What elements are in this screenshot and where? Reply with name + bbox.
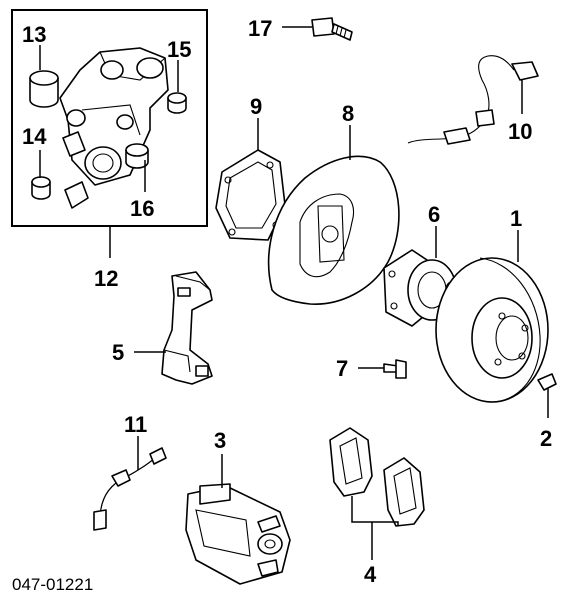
caliper-3 [185, 454, 291, 585]
callout-14: 14 [22, 124, 47, 149]
caliper-kit-box [11, 9, 208, 227]
callout-5: 5 [112, 340, 124, 365]
caliper-bracket-5 [134, 271, 213, 385]
kit-bushing-16 [125, 143, 149, 169]
callout-7: 7 [336, 356, 348, 381]
callout-6: 6 [428, 202, 440, 227]
callout-2: 2 [540, 426, 552, 451]
kit-caliper-body [59, 47, 169, 209]
callout-10: 10 [508, 119, 532, 144]
brake-disc-1 [435, 230, 549, 403]
callout-1: 1 [510, 206, 522, 231]
brake-hose-11 [93, 436, 167, 531]
wheel-stud-2 [537, 373, 557, 418]
kit-cap-14 [31, 176, 51, 200]
abs-sensor-10 [407, 55, 539, 145]
callout-15: 15 [167, 37, 191, 62]
callout-3: 3 [214, 428, 226, 453]
callout-17: 17 [248, 16, 272, 41]
bolt-17 [282, 17, 353, 41]
kit-piston [29, 70, 59, 108]
kit-bushing-15 [167, 92, 187, 114]
gasket-9 [215, 118, 286, 241]
diagram-code: 047-01221 [12, 575, 93, 594]
callout-9: 9 [250, 94, 262, 119]
backing-plate-8 [267, 125, 400, 305]
bolt-7 [358, 359, 407, 379]
callout-4: 4 [364, 562, 377, 587]
callout-11: 11 [124, 412, 147, 437]
callout-16: 16 [130, 196, 154, 221]
callout-8: 8 [342, 101, 354, 126]
brake-pads-4 [329, 427, 425, 560]
callout-12: 12 [94, 266, 118, 291]
callout-13: 13 [22, 22, 46, 47]
